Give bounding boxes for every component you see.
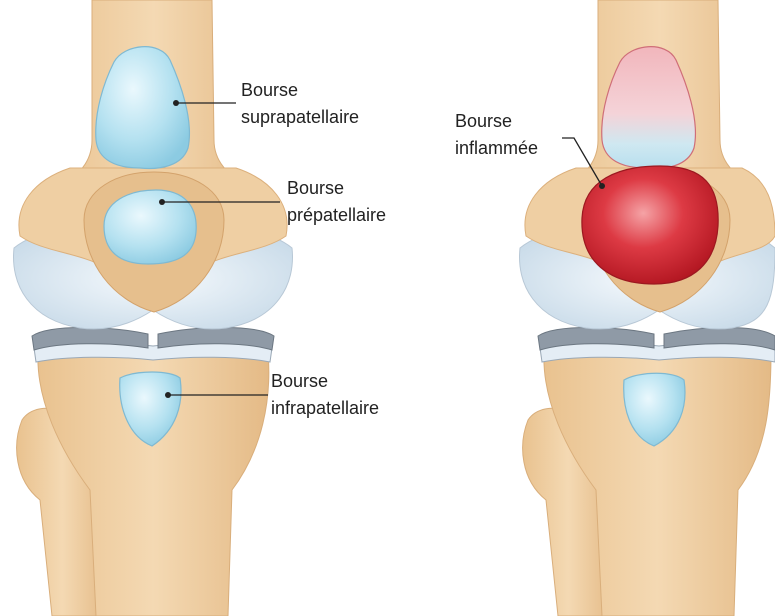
leader-dot-suprapatellar [173,100,179,106]
label-suprapatellar-line2: suprapatellaire [241,107,359,127]
label-infrapatellar-line2: infrapatellaire [271,398,379,418]
label-infrapatellar-line1: Bourse [271,371,328,391]
leader-dot-inflamed [599,183,605,189]
label-inflamed-line1: Bourse [455,111,512,131]
label-prepatellar-line1: Bourse [287,178,344,198]
leader-dot-infrapatellar [165,392,171,398]
label-suprapatellar-line1: Bourse [241,80,298,100]
leader-dot-prepatellar [159,199,165,205]
right-knee [520,0,775,616]
prepatellar-bursa-left[interactable] [104,190,196,264]
left-knee: Bourse suprapatellaire Bourse prépatella… [14,0,387,616]
label-prepatellar-line2: prépatellaire [287,205,386,225]
label-inflamed-line2: inflammée [455,138,538,158]
